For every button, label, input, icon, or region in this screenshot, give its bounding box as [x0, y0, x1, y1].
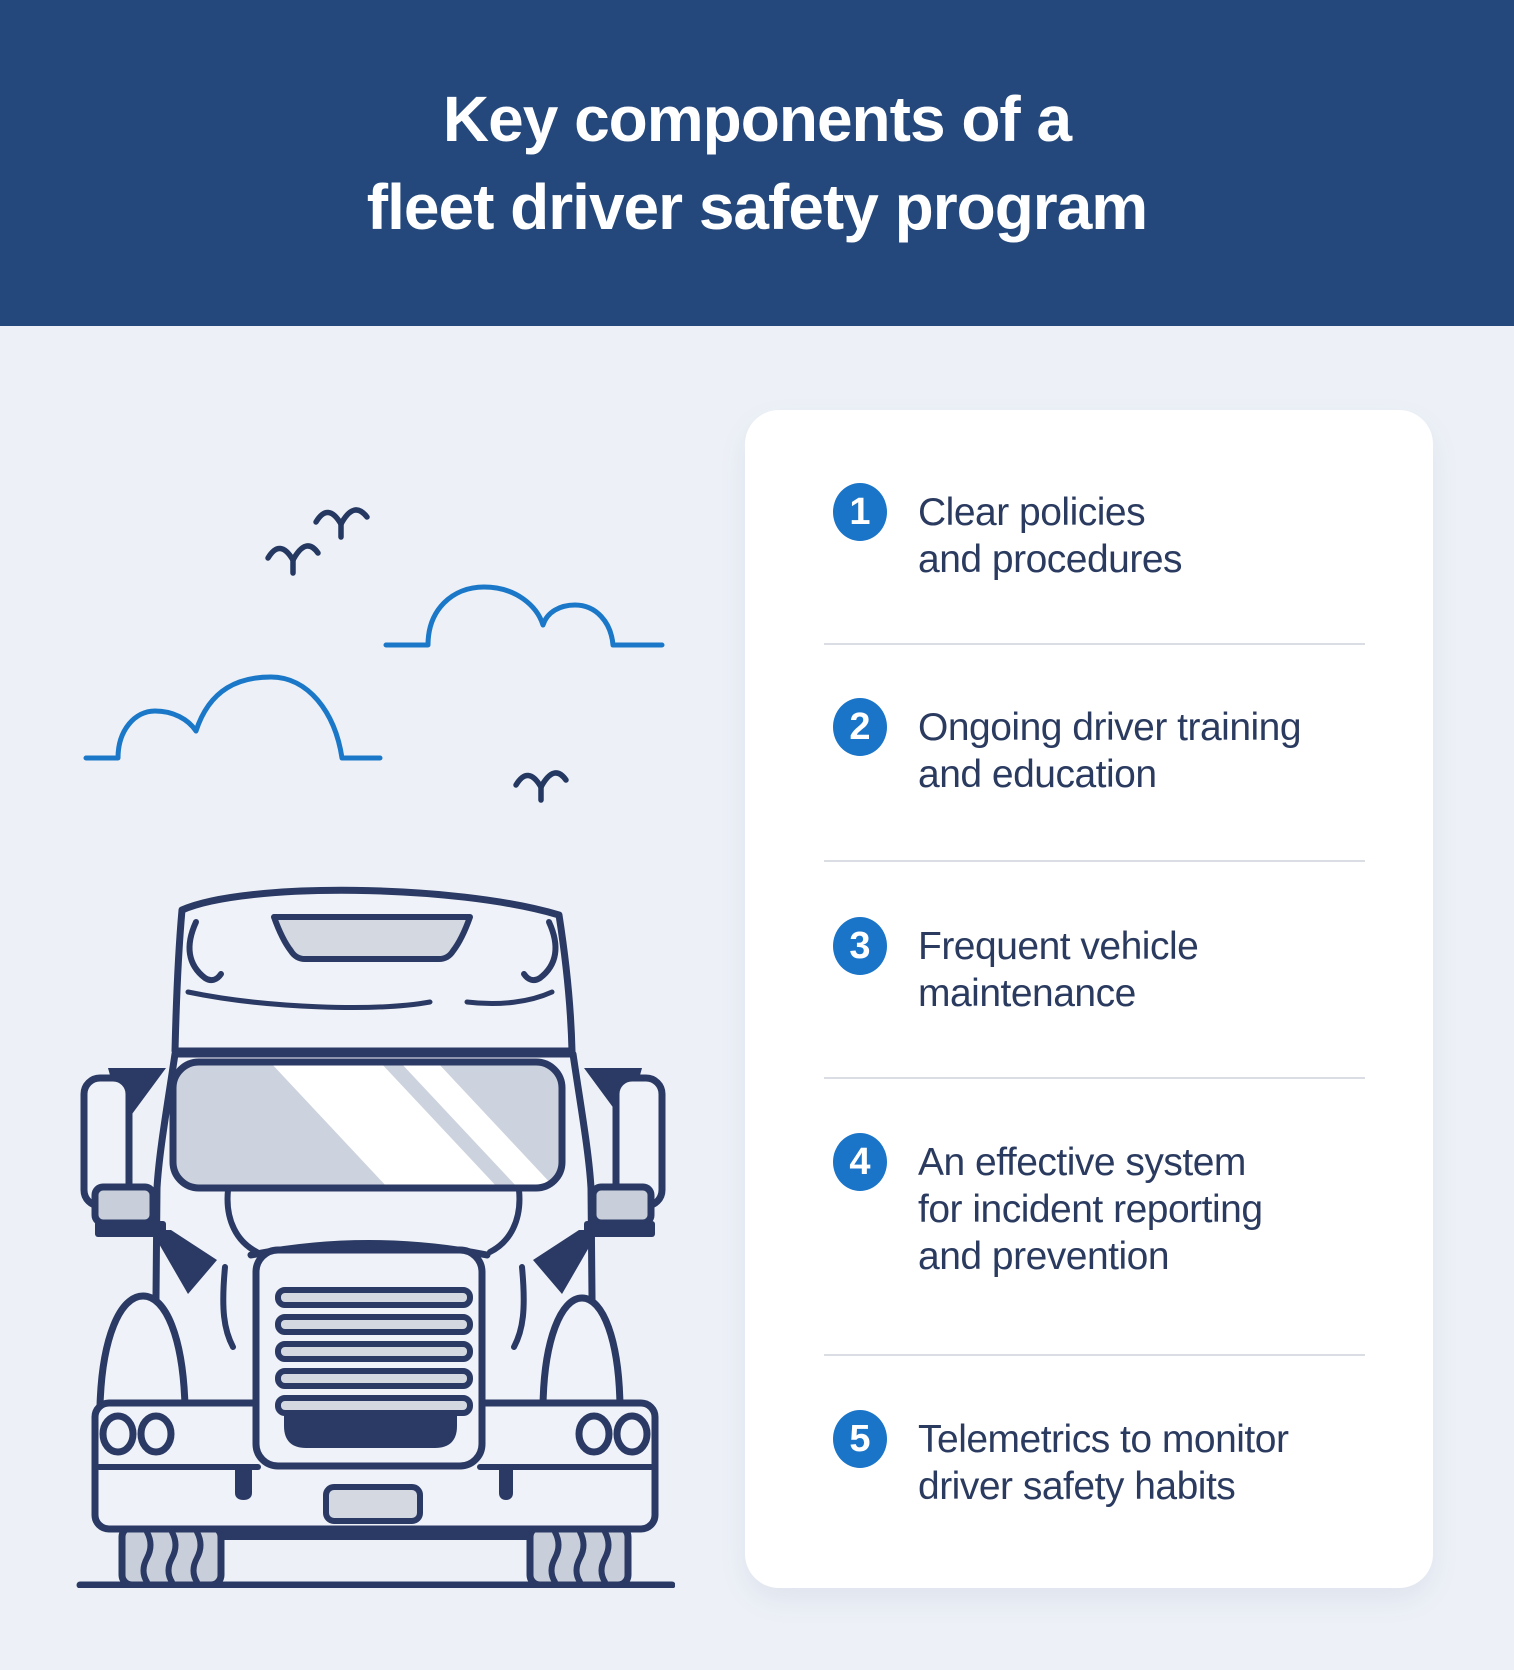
- item-text-line: An effective system: [918, 1141, 1246, 1184]
- item-text: Telemetrics to monitor driver safety hab…: [918, 1416, 1289, 1510]
- item-number-badge: 4: [833, 1133, 887, 1191]
- item-text-line: and procedures: [918, 538, 1183, 581]
- page-title-line1: Key components of a: [442, 83, 1072, 155]
- item-text: Frequent vehicle maintenance: [918, 923, 1199, 1017]
- cloud-icon: [83, 674, 383, 761]
- mirror-lower-left: [91, 1183, 157, 1227]
- truck-front-illustration: [76, 886, 675, 1588]
- item-text: An effective system for incident reporti…: [918, 1139, 1263, 1280]
- wiper-left: [151, 1230, 217, 1294]
- item-text-line: Ongoing driver training: [918, 706, 1302, 749]
- truck-roof: [171, 886, 576, 1055]
- item-text-line: for incident reporting: [918, 1188, 1263, 1231]
- item-number: 3: [849, 924, 871, 967]
- truck-fender-right: [539, 1294, 624, 1410]
- bird-icon: [313, 507, 370, 540]
- divider: [824, 1077, 1365, 1079]
- item-text: Clear policies and procedures: [918, 489, 1183, 583]
- item-number-badge: 3: [833, 917, 887, 975]
- truck-roof-sign-panel: [271, 914, 473, 962]
- mirror-lower-right: [589, 1183, 655, 1227]
- header-band: Key components of a fleet driver safety …: [0, 0, 1514, 326]
- wiper-right: [533, 1230, 599, 1294]
- divider: [824, 1354, 1365, 1356]
- item-number: 5: [849, 1417, 871, 1460]
- item-text-line: Frequent vehicle: [918, 925, 1199, 968]
- truck-windshield: [169, 1058, 566, 1192]
- headlight: [613, 1412, 651, 1456]
- list-item: 5 Telemetrics to monitor driver safety h…: [833, 1410, 1289, 1510]
- item-text-line: driver safety habits: [918, 1465, 1236, 1508]
- item-text-line: Telemetrics to monitor: [918, 1418, 1289, 1461]
- item-number-badge: 5: [833, 1410, 887, 1468]
- truck-grille-vent: [284, 1416, 457, 1448]
- item-text-line: and prevention: [918, 1235, 1170, 1278]
- list-item: 2 Ongoing driver training and education: [833, 698, 1302, 798]
- item-number: 4: [849, 1140, 871, 1183]
- cloud-icon: [383, 584, 665, 648]
- item-text-line: Clear policies: [918, 491, 1146, 534]
- list-item: 1 Clear policies and procedures: [833, 483, 1183, 583]
- item-number: 1: [849, 490, 871, 533]
- truck-mirrors: [80, 1068, 666, 1294]
- truck-grille: [252, 1246, 486, 1470]
- item-text: Ongoing driver training and education: [918, 704, 1302, 798]
- item-number-badge: 1: [833, 483, 887, 541]
- page-title-line2: fleet driver safety program: [366, 171, 1148, 243]
- headlight: [575, 1412, 613, 1456]
- item-text-line: maintenance: [918, 972, 1136, 1015]
- page-title: Key components of a fleet driver safety …: [0, 75, 1514, 251]
- item-number-badge: 2: [833, 698, 887, 756]
- list-item: 3 Frequent vehicle maintenance: [833, 917, 1199, 1017]
- bird-icon: [265, 543, 321, 576]
- divider: [824, 860, 1365, 862]
- list-item: 4 An effective system for incident repor…: [833, 1133, 1263, 1280]
- truck-fender-left: [96, 1292, 189, 1410]
- license-plate: [323, 1484, 423, 1524]
- bird-icon: [513, 770, 569, 803]
- key-components-card: 1 Clear policies and procedures 2 Ongoin…: [745, 410, 1433, 1588]
- divider: [824, 643, 1365, 645]
- item-number: 2: [849, 705, 871, 748]
- headlight: [137, 1412, 175, 1456]
- truck-bumper-details: [96, 1412, 654, 1524]
- sky-illustration: [83, 507, 665, 803]
- headlight: [99, 1412, 137, 1456]
- item-text-line: and education: [918, 753, 1157, 796]
